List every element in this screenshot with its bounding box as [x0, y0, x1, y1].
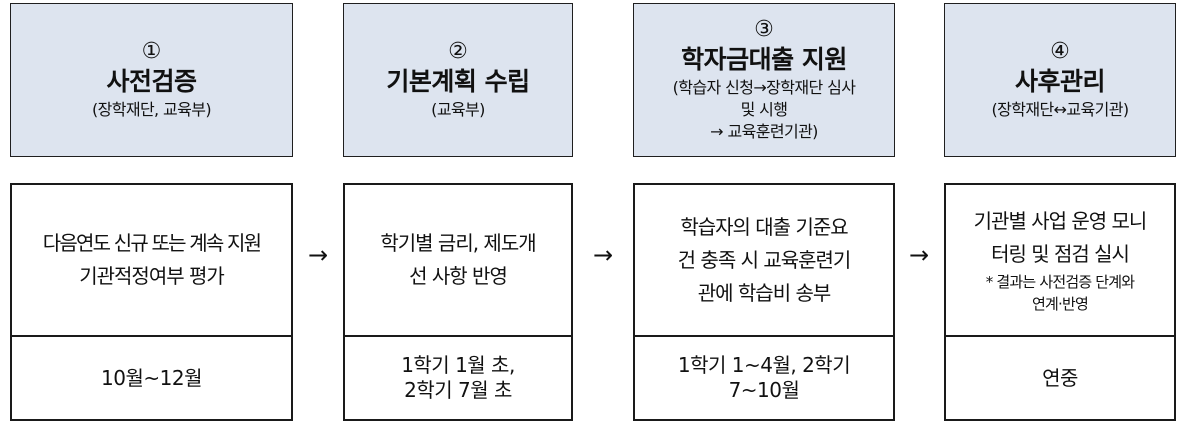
- stage-4-org: (장학재단↔교육기관): [991, 100, 1129, 119]
- stage-3-desc-line-2: 건 충족 시 교육훈련기: [677, 247, 852, 272]
- stage-2-org: (교육부): [431, 100, 485, 119]
- stage-3-org-line-1: (학습자 신청→장학재단 심사: [672, 78, 856, 97]
- stage-2-number: ②: [448, 39, 468, 64]
- stage-3-header: ③ 학자금대출 지원 (학습자 신청→장학재단 심사 및 시행 → 교육훈련기관…: [633, 3, 895, 157]
- stage-2-period: 1학기 1월 초, 2학기 7월 초: [345, 337, 571, 419]
- stage-3-card: 학습자의 대출 기준요 건 충족 시 교육훈련기 관에 학습비 송부 1학기 1…: [633, 183, 895, 421]
- stage-1-card: 다음연도 신규 또는 계속 지원 기관적정여부 평가 10월~12월: [10, 183, 293, 421]
- stage-4-note-line-1: * 결과는 사전검증 단계와: [985, 273, 1135, 291]
- stage-1-org: (장학재단, 교육부): [91, 100, 212, 119]
- stage-2-title: 기본계획 수립: [386, 67, 530, 96]
- stage-4-desc-line-2: 터링 및 점검 실시: [991, 242, 1130, 266]
- stage-3-period-line-1: 1학기 1~4월, 2학기: [677, 353, 851, 377]
- stage-2-card: 학기별 금리, 제도개 선 사항 반영 1학기 1월 초, 2학기 7월 초: [343, 183, 573, 421]
- flow-arrow-1: →: [307, 241, 329, 269]
- stage-4-title: 사후관리: [1014, 67, 1106, 96]
- stage-1-period: 10월~12월: [12, 337, 291, 419]
- flow-arrow-2: →: [592, 241, 614, 269]
- stage-2-desc-line-1: 학기별 금리, 제도개: [380, 231, 536, 255]
- stage-3-period: 1학기 1~4월, 2학기 7~10월: [635, 337, 893, 419]
- stage-2-period-line-1: 1학기 1월 초,: [401, 353, 515, 377]
- stage-2-header: ② 기본계획 수립 (교육부): [343, 3, 573, 157]
- stage-3-period-line-2: 7~10월: [728, 378, 800, 402]
- stage-3-number: ③: [754, 17, 774, 42]
- stage-1-period-line-1: 10월~12월: [101, 365, 202, 390]
- stage-4-number: ④: [1050, 39, 1070, 64]
- stage-4-period: 연중: [946, 337, 1174, 419]
- stage-1-desc-line-2: 기관적정여부 평가: [79, 264, 225, 288]
- stage-3-title: 학자금대출 지원: [681, 45, 847, 74]
- stage-4-note-line-2: 연계·반영: [1032, 295, 1089, 313]
- flow-arrow-3: →: [908, 241, 930, 269]
- stage-4-header: ④ 사후관리 (장학재단↔교육기관): [944, 3, 1176, 157]
- stage-4-description: 기관별 사업 운영 모니 터링 및 점검 실시 * 결과는 사전검증 단계와 연…: [946, 185, 1174, 337]
- stage-4-card: 기관별 사업 운영 모니 터링 및 점검 실시 * 결과는 사전검증 단계와 연…: [944, 183, 1176, 421]
- stage-4-period-line-1: 연중: [1042, 365, 1078, 390]
- stage-2-period-line-2: 2학기 7월 초: [404, 378, 512, 402]
- stage-3-desc-line-1: 학습자의 대출 기준요: [680, 214, 848, 239]
- stage-2-description: 학기별 금리, 제도개 선 사항 반영: [345, 185, 571, 337]
- stage-2-desc-line-2: 선 사항 반영: [409, 264, 508, 288]
- stage-1-description: 다음연도 신규 또는 계속 지원 기관적정여부 평가: [12, 185, 291, 337]
- stage-1-title: 사전검증: [106, 67, 197, 96]
- stage-3-org-line-3: → 교육훈련기관): [710, 122, 818, 141]
- stage-1-desc-line-1: 다음연도 신규 또는 계속 지원: [42, 231, 262, 255]
- stage-3-desc-line-3: 관에 학습비 송부: [697, 280, 832, 305]
- stage-3-org-line-2: 및 시행: [740, 100, 788, 119]
- stage-4-desc-line-1: 기관별 사업 운영 모니: [973, 209, 1148, 233]
- stage-3-description: 학습자의 대출 기준요 건 충족 시 교육훈련기 관에 학습비 송부: [635, 185, 893, 337]
- stage-1-number: ①: [141, 39, 162, 64]
- stage-1-header: ① 사전검증 (장학재단, 교육부): [10, 3, 293, 157]
